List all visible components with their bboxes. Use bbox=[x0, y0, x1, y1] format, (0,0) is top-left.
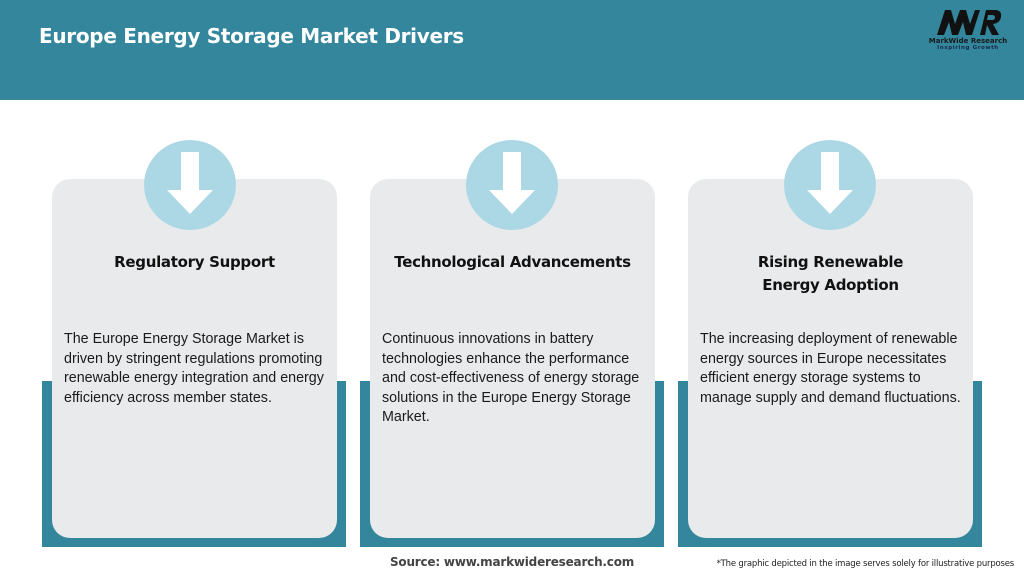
card-title: Regulatory Support bbox=[114, 253, 275, 271]
source-credit: Source: www.markwideresearch.com bbox=[389, 555, 635, 569]
driver-card-technological-advancements: Technological Advancements Continuous in… bbox=[370, 179, 655, 538]
card-description: The increasing deployment of renewable e… bbox=[700, 331, 961, 406]
card-description: The Europe Energy Storage Market is driv… bbox=[64, 331, 324, 406]
mwr-logo-icon bbox=[937, 10, 1002, 35]
markwide-logo: MarkWide Research Inspiring Growth bbox=[918, 8, 1018, 58]
card-title: Technological Advancements bbox=[394, 253, 631, 271]
logo-name: MarkWide Research bbox=[928, 37, 1008, 45]
arrow-down-icon bbox=[489, 152, 535, 214]
card-icon-circle bbox=[466, 140, 558, 230]
driver-card-rising-renewable-energy-adoption: Rising Renewable Energy Adoption The inc… bbox=[688, 179, 973, 538]
driver-card-regulatory-support: Regulatory Support The Europe Energy Sto… bbox=[52, 179, 337, 538]
arrow-down-icon bbox=[807, 152, 853, 214]
arrow-down-icon bbox=[167, 152, 213, 214]
card-description: Continuous innovations in battery techno… bbox=[382, 331, 640, 426]
page-title: Europe Energy Storage Market Drivers bbox=[39, 24, 464, 48]
header-banner: Europe Energy Storage Market Drivers Mar… bbox=[0, 0, 1024, 100]
logo-tagline: Inspiring Growth bbox=[937, 45, 999, 51]
card-title: Rising Renewable Energy Adoption bbox=[757, 253, 904, 294]
card-icon-circle bbox=[144, 140, 236, 230]
disclaimer-note: *The graphic depicted in the image serve… bbox=[716, 559, 1015, 569]
card-icon-circle bbox=[784, 140, 876, 230]
